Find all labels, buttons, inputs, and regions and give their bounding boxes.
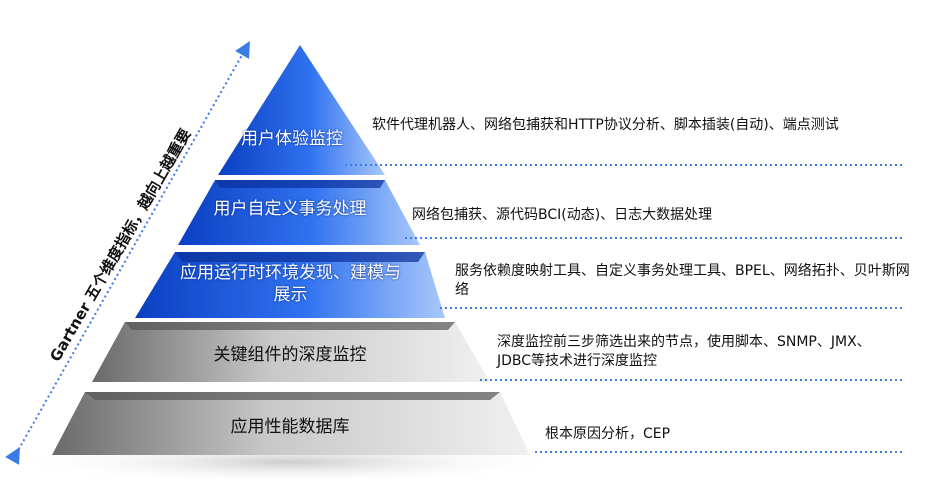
tier-5-label: 应用性能数据库 (230, 417, 350, 437)
tier-4-desc: 深度监控前三步筛选出来的节点，使用脚本、SNMP、JMX、JDBC等技术进行深度… (497, 334, 871, 369)
tier-1-label: 用户体验监控 (241, 129, 343, 149)
tier-1-desc: 软件代理机器人、网络包捕获和HTTP协议分析、脚本插装(自动)、端点测试 (372, 117, 839, 133)
tier-1-shape (218, 45, 385, 175)
tier-3-desc: 服务依赖度映射工具、自定义事务处理工具、BPEL、网络拓扑、贝叶斯网络 (455, 263, 910, 298)
tier-4-label: 关键组件的深度监控 (213, 345, 367, 365)
tier-2-desc: 网络包捕获、源代码BCI(动态)、日志大数据处理 (412, 207, 713, 223)
tier-2-label: 用户自定义事务处理 (213, 199, 367, 219)
tier-5-desc: 根本原因分析，CEP (545, 426, 671, 442)
tier-3-label: 应用运行时环境发现、建模与展示 (180, 263, 401, 305)
divider-lines (345, 164, 905, 453)
